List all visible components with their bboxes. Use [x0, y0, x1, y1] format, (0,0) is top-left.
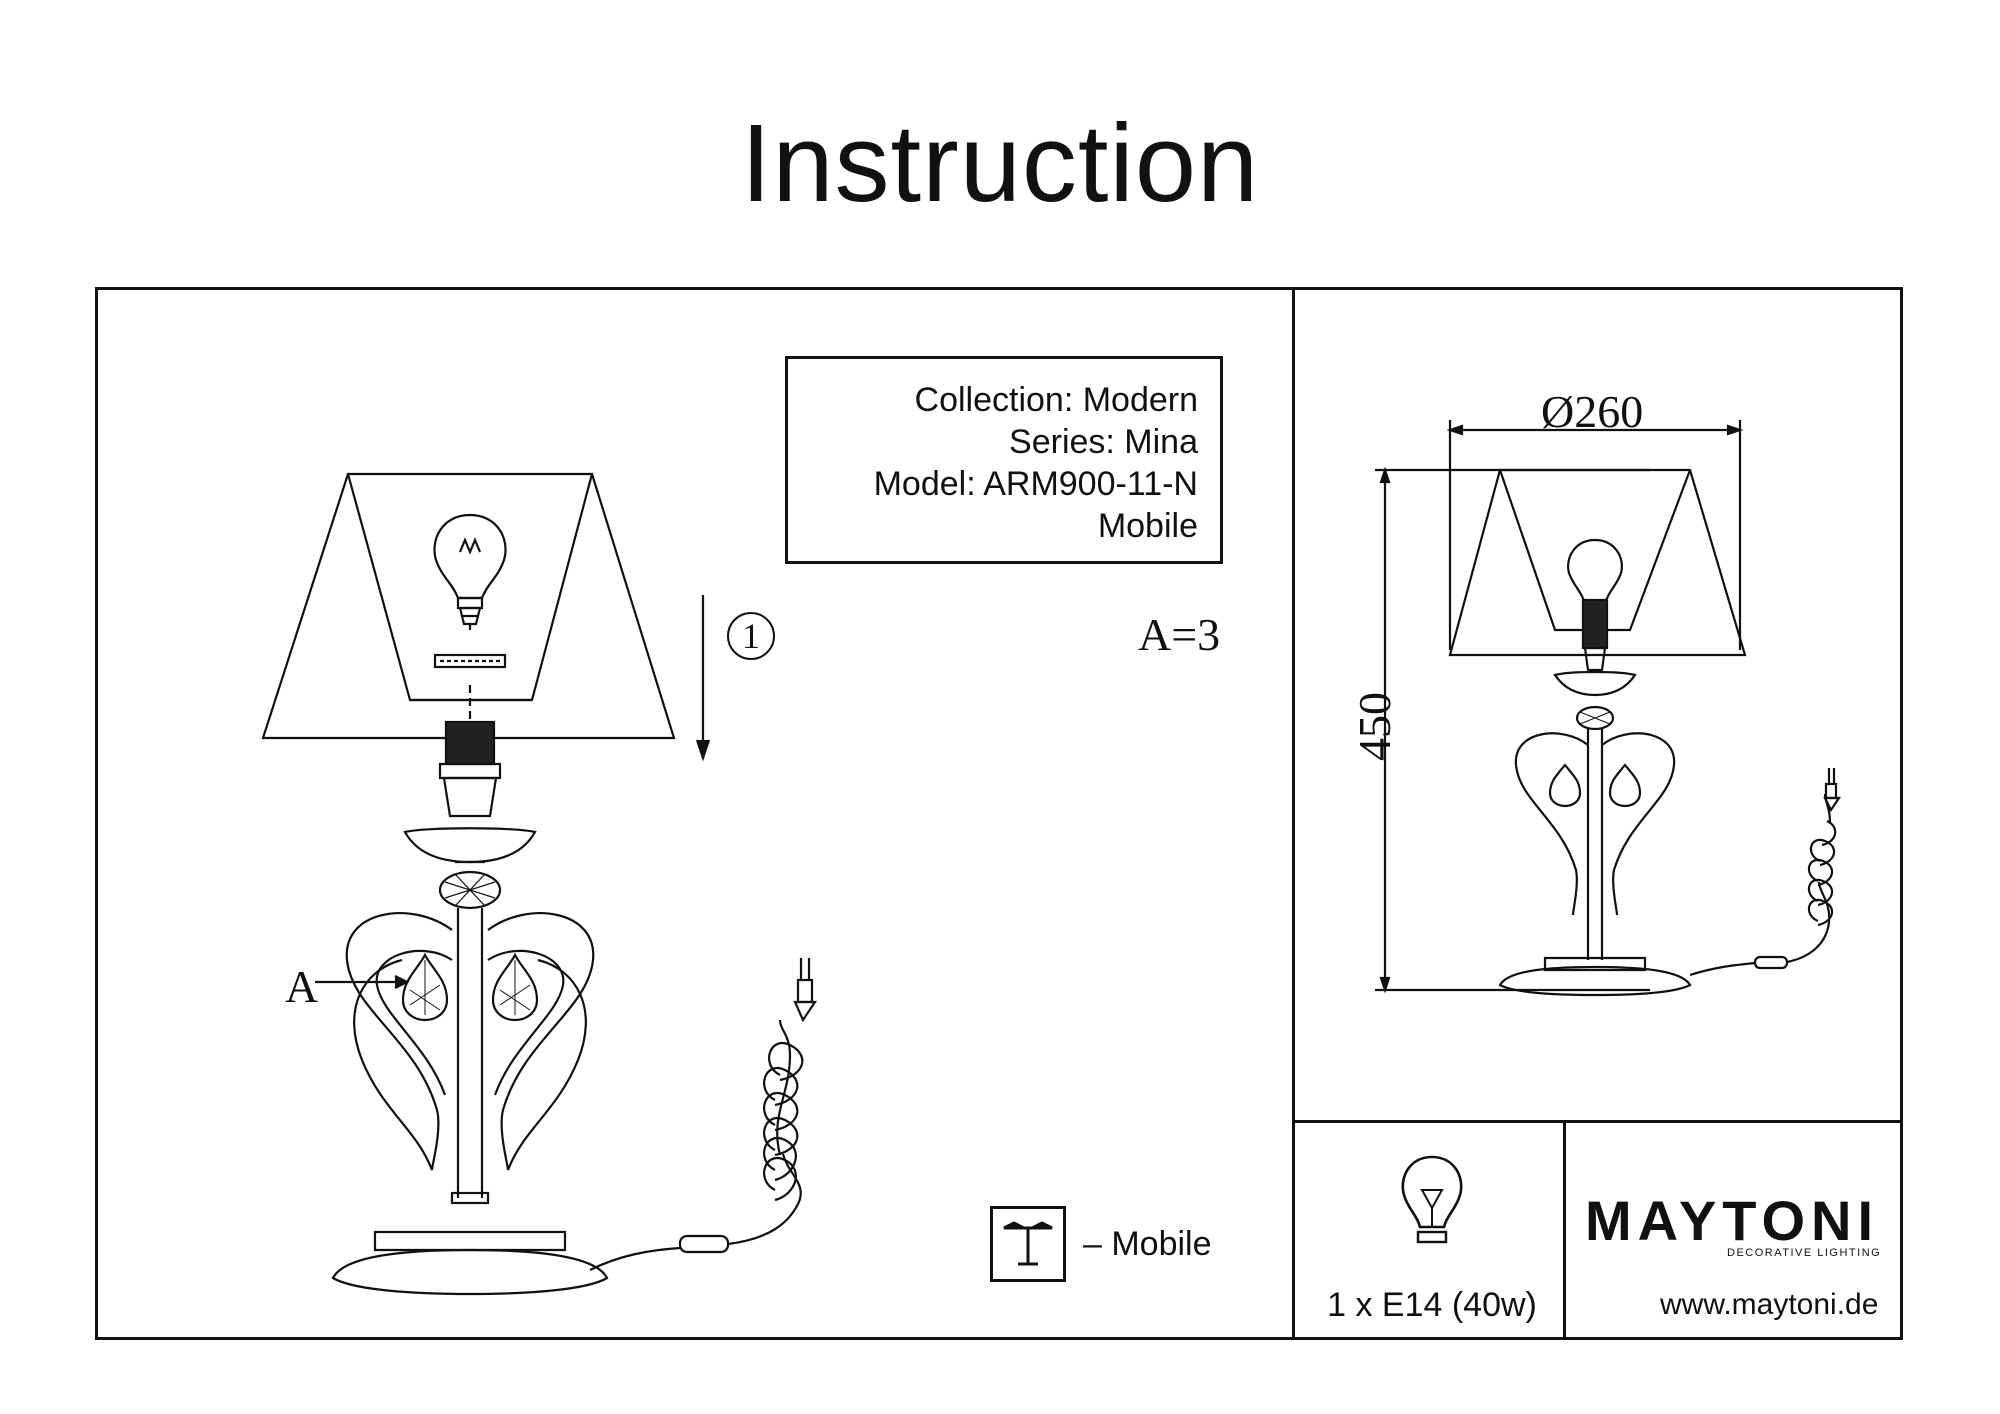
type-text: Mobile	[1097, 507, 1198, 545]
step-number-badge: 1	[727, 612, 775, 660]
mobile-legend-label: – Mobile	[1083, 1225, 1212, 1263]
arrow-down-icon	[695, 595, 711, 762]
lampshade-icon	[261, 472, 676, 740]
part-count-label: A=3	[1138, 609, 1221, 660]
mobile-lamp-icon	[990, 1206, 1066, 1282]
part-a-label: A	[285, 961, 319, 1012]
brand-logo: MAYTONI	[1585, 1189, 1880, 1252]
drawing-frame	[95, 287, 1903, 1340]
model-text: Model: ARM900-11-N	[873, 465, 1198, 503]
diameter-dimension: Ø260	[1541, 386, 1644, 437]
divider-vertical-main	[1292, 290, 1295, 1337]
bulb-spec-icon	[1401, 1155, 1463, 1244]
height-dimension: 450	[1349, 692, 1400, 761]
bulb-icon	[433, 513, 507, 630]
brand-tagline: DECORATIVE LIGHTING	[1727, 1247, 1882, 1259]
page-title: Instruction	[740, 102, 1260, 225]
divider-horizontal-right	[1292, 1120, 1903, 1123]
website-text: www.maytoni.de	[1660, 1288, 1879, 1321]
divider-vertical-bottom	[1563, 1120, 1566, 1337]
plug-icon	[793, 958, 818, 1023]
crystal-icon	[401, 952, 539, 1022]
product-info-box: Collection: Modern Series: Mina Model: A…	[785, 356, 1223, 564]
bulb-spec-text: 1 x E14 (40w)	[1327, 1286, 1537, 1324]
collection-text: Collection: Modern	[914, 381, 1198, 419]
series-text: Series: Mina	[1009, 423, 1198, 461]
